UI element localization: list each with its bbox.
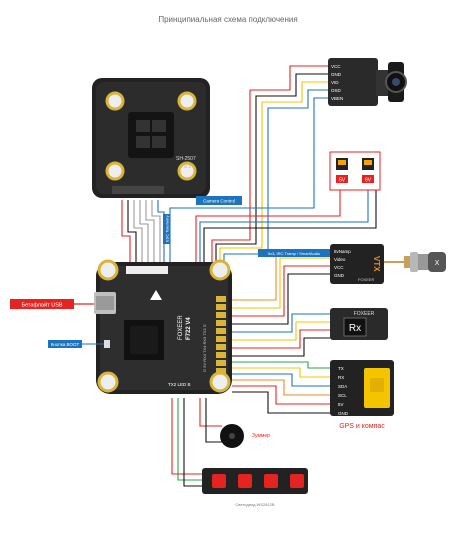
- switch-5v-label: 5V: [339, 178, 346, 184]
- receiver-label: Rx: [349, 323, 361, 334]
- wire-vtx-c: [232, 265, 332, 317]
- wire-buzzer-red: [199, 398, 222, 427]
- vtx-pin-2: Video: [334, 257, 346, 262]
- wire-gps-tx: [232, 361, 332, 369]
- buzzer-label: Зуммер: [252, 433, 270, 439]
- gps-pin-rx: RX: [338, 375, 344, 380]
- wire-vtx-d: [232, 273, 332, 325]
- vtx-pin-3: VCC: [334, 265, 344, 270]
- wire-rx-2: [232, 321, 332, 341]
- vtx-antenna-label: X: [435, 260, 440, 267]
- switch-9v-label: 9V: [365, 178, 372, 184]
- gps-pin-gnd: GND: [338, 411, 349, 416]
- boot-tag: Кнопка BOOT: [48, 340, 110, 348]
- fc-brand: FOXEER: [178, 315, 184, 340]
- fc-bottom-labels: TX2 LED B: [168, 382, 191, 387]
- vtx-pin-4: GND: [334, 273, 345, 278]
- voltage-switches: 5V 9V: [329, 151, 381, 191]
- gps-pin-5v: 5V: [338, 402, 344, 407]
- gps-pin-sda: SDA: [338, 384, 347, 389]
- flight-controller: FOXEER F722 V4 G 5V RX4 TX4 RX3 TX3 G TX…: [94, 259, 232, 394]
- wire-gps-gnd: [232, 391, 332, 414]
- fc-pad-labels: G 5V RX4 TX4 RX3 TX3 G: [202, 324, 207, 372]
- wire-rx-3: [232, 329, 332, 349]
- wire-switch-blue: [199, 190, 369, 262]
- wire-vtx-b: [232, 257, 332, 309]
- wire-led-5v: [171, 398, 204, 475]
- camera-pin-vcc: VCC: [331, 64, 341, 69]
- wire-esc-4: [139, 200, 149, 268]
- camera-pin-gnd: GND: [331, 72, 342, 77]
- esc-sub: 4 in 1: [180, 164, 192, 169]
- wire-gps-rx: [232, 367, 332, 378]
- boot-label: Кнопка BOOT: [51, 342, 80, 347]
- gps-pin-tx: TX: [338, 366, 344, 371]
- wire-led-din: [177, 398, 204, 481]
- wire-camera-vcc: [211, 65, 330, 262]
- gps-module: TX RX SDA SCL 5V GND GPS и компас: [330, 360, 394, 430]
- receiver-brand: FOXEER: [354, 311, 375, 317]
- camera-control-label: Camera Control: [203, 199, 235, 204]
- camera-pin-osd: OSD: [331, 88, 342, 93]
- wire-esc-3: [133, 200, 143, 268]
- vtx-uart-tag: 5v3, IRC Tramp / SmartAudio: [258, 249, 330, 257]
- wire-esc-5: [145, 200, 155, 268]
- wire-camera-osd: [223, 89, 330, 262]
- wire-rx-1: [232, 313, 332, 333]
- wire-esc-2: [127, 200, 137, 268]
- camera-control-tag: Camera Control: [196, 196, 242, 205]
- vtx-uart-label: 5v3, IRC Tramp / SmartAudio: [268, 251, 321, 256]
- esc-telemetry-label: ESC Telemetry: [165, 215, 170, 242]
- wire-gps-sda: [232, 373, 332, 387]
- vtx-brand: FOXEER: [358, 277, 375, 282]
- wire-rx-4: [232, 337, 332, 357]
- led-label: Светодиод WS2812B: [235, 502, 274, 507]
- wire-camera-vid: [219, 81, 330, 262]
- gps-pin-scl: SCL: [338, 393, 347, 398]
- wire-led-gnd: [183, 398, 204, 487]
- fc-side-pads: [216, 296, 226, 374]
- wire-camera-gnd: [215, 73, 330, 262]
- camera-pin-vid: VID: [331, 80, 339, 85]
- buzzer: Зуммер: [220, 424, 270, 448]
- usb-label: Бетафлайт USB: [21, 302, 62, 309]
- camera: VCC GND VID OSD VBEN: [328, 58, 407, 106]
- esc-model: SH-2507: [176, 156, 196, 162]
- wires: [121, 65, 406, 487]
- wire-buzzer-black: [205, 398, 222, 443]
- camera-pin-vben: VBEN: [331, 96, 343, 101]
- vtx: 8vNamp Video VCC GND VTX FOXEER X: [330, 244, 446, 284]
- wire-switch-black: [203, 190, 377, 262]
- esc-telemetry-tag: ESC Telemetry: [163, 214, 170, 244]
- usb-tag: Бетафлайт USB: [10, 299, 94, 309]
- wire-esc-1: [121, 200, 131, 268]
- wire-switch-red: [195, 190, 341, 262]
- page-title: Принципиальная схема подключения: [158, 15, 297, 24]
- wire-gps-scl: [232, 379, 332, 396]
- led-strip: Светодиод WS2812B: [202, 468, 308, 507]
- vtx-pin-1: 8vNamp: [334, 249, 351, 254]
- receiver: Rx FOXEER: [330, 308, 388, 340]
- fc-model: F722 V4: [186, 317, 192, 340]
- vtx-logo: VTX: [372, 256, 381, 272]
- wire-gps-5v: [232, 385, 332, 405]
- wire-esc-6: [151, 200, 161, 268]
- esc-board: SH-2507 4 in 1: [92, 78, 210, 198]
- gps-label: GPS и компас: [339, 423, 385, 430]
